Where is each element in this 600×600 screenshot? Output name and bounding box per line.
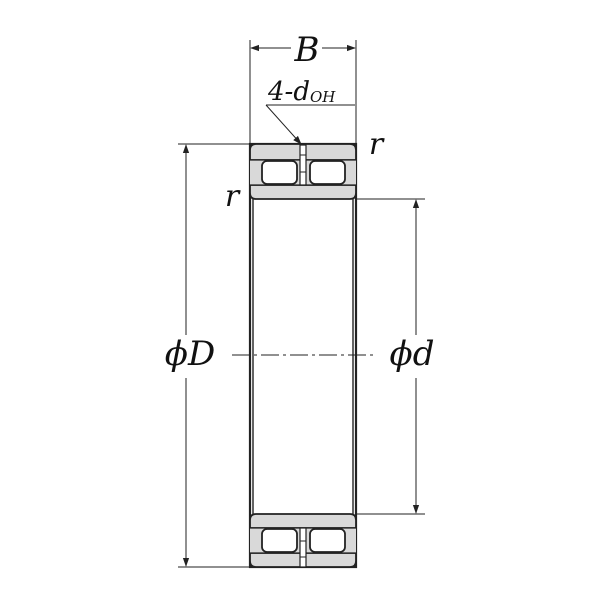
label-r-top: r xyxy=(369,127,385,162)
label-D: D xyxy=(187,334,215,374)
label-oil-holes-d: d xyxy=(293,77,310,107)
roller-top-right xyxy=(309,160,346,185)
label-oil-holes: 4-dOH xyxy=(267,77,336,107)
bottom-section xyxy=(249,513,357,568)
label-r-left: r xyxy=(225,179,241,214)
label-phi-d-symbol: ϕ xyxy=(390,334,413,374)
label-oil-holes-prefix: 4- xyxy=(267,77,293,107)
oil-hole-leader-diagonal xyxy=(265,104,302,145)
roller-bottom-left xyxy=(261,528,298,553)
oil-hole-top xyxy=(299,144,307,186)
label-oil-holes-sub: OH xyxy=(310,88,336,106)
roller-bottom-right xyxy=(309,528,346,553)
inner-ring-bottom xyxy=(249,513,357,529)
label-d: d xyxy=(413,334,435,374)
inner-ring-top xyxy=(249,184,357,200)
roller-top-left xyxy=(261,160,298,185)
oil-hole-bottom xyxy=(299,527,307,568)
label-phi-d: ϕd xyxy=(390,334,435,374)
label-B: B xyxy=(294,30,320,70)
top-section xyxy=(249,143,357,200)
label-phi-D: ϕD xyxy=(165,334,215,374)
label-phi-D-symbol: ϕ xyxy=(165,334,188,374)
